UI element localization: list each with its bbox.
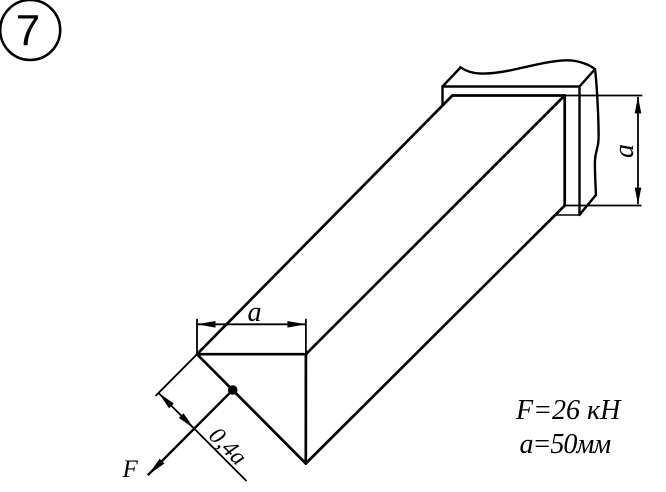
svg-text:F=26 кН: F=26 кН <box>515 395 622 426</box>
svg-text:7: 7 <box>16 7 40 56</box>
svg-text:a: a <box>609 144 640 158</box>
svg-text:0,4a: 0,4a <box>203 423 251 471</box>
svg-text:a: a <box>248 297 262 328</box>
svg-text:F: F <box>122 456 139 483</box>
svg-text:a=50мм: a=50мм <box>520 429 612 460</box>
